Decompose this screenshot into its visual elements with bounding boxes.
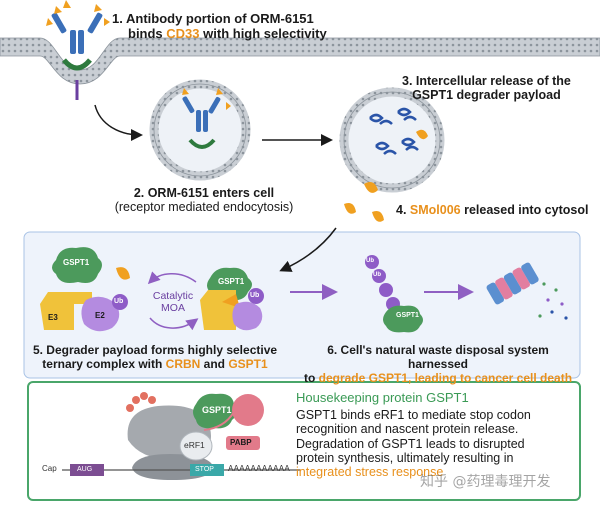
step3-line1: 3. Intercellular release of the <box>402 74 571 88</box>
gspt1-protein-left <box>52 247 102 283</box>
ub-label-chain-2: Ub <box>373 272 381 278</box>
step3-text: 3. Intercellular release of the GSPT1 de… <box>402 74 571 103</box>
info-line3: Degradation of GSPT1 leads to disrupted <box>296 436 525 451</box>
ub-label-center: Ub <box>250 292 260 299</box>
ubiquitin-center <box>248 288 264 304</box>
info-line5: integrated stress response <box>296 465 444 480</box>
step6-text: 6. Cell's natural waste disposal system … <box>296 343 580 385</box>
arrow-step4-to-step5 <box>279 227 337 272</box>
e3-ligase-left <box>40 292 92 330</box>
pabp-label: PABP <box>230 438 252 447</box>
gspt1-label-tagged: GSPT1 <box>396 312 419 319</box>
info-line1: GSPT1 binds eRF1 to mediate stop codon <box>296 407 531 422</box>
gspt1-label-left: GSPT1 <box>63 258 90 267</box>
catalytic-line2: MOA <box>161 302 185 315</box>
step5-line2-mid: and <box>200 356 229 371</box>
payload-drops <box>344 182 384 222</box>
aug-label: AUG <box>77 466 93 473</box>
ub-label-chain-1: Ub <box>366 258 374 264</box>
nascent-peptide <box>126 392 156 412</box>
polyubiquitin-chain <box>365 255 400 311</box>
step1-number: 1. <box>112 11 123 26</box>
pabp-head <box>232 394 264 426</box>
pabp-box <box>226 436 260 450</box>
step2-line1: 2. ORM-6151 enters cell <box>133 186 275 200</box>
stop-codon <box>190 464 224 476</box>
proteasome-icon <box>486 262 568 320</box>
crbn-highlight: CRBN <box>165 356 201 371</box>
gspt1-label-bottom: GSPT1 <box>202 405 232 415</box>
info-line4: protein synthesis, ultimately resulting … <box>296 451 514 466</box>
step1-text: 1. Antibody portion of ORM-6151 binds CD… <box>112 11 327 42</box>
watermark-text: 知乎 @药理毒理开发 <box>420 474 551 490</box>
stop-label: STOP <box>195 466 214 473</box>
catalytic-line1: Catalytic <box>152 290 194 302</box>
step5-line2-pre: ternary complex with <box>42 356 166 371</box>
payload-drop-left <box>116 267 130 280</box>
catalytic-moa-label: Catalytic MOA <box>152 290 194 314</box>
gspt1-highlight: GSPT1 <box>228 356 268 371</box>
catalytic-arrow-top <box>147 271 197 285</box>
catalytic-arrow-bottom <box>149 317 199 331</box>
info-title: Housekeeping protein GSPT1 <box>296 390 469 405</box>
gspt1-label-center: GSPT1 <box>218 277 245 286</box>
step5-line1: 5. Degrader payload forms highly selecti… <box>32 343 278 357</box>
aug-codon <box>70 464 104 476</box>
gspt1-protein-tagged <box>383 305 423 333</box>
step4-number: 4. <box>396 203 410 217</box>
e2-enzyme-center <box>232 301 263 331</box>
step2-text: 2. ORM-6151 enters cell (receptor mediat… <box>104 186 304 215</box>
degrade-highlight: degrade GSPT1, leading to cancer cell de… <box>318 370 573 385</box>
erf1-protein <box>179 431 213 461</box>
step1-line1: Antibody portion of ORM-6151 <box>125 11 314 26</box>
step5-text: 5. Degrader payload forms highly selecti… <box>30 343 280 372</box>
arrow-step1-to-step2 <box>94 104 143 141</box>
step4-text: 4. SMol006 released into cytosol <box>396 203 588 217</box>
e3-label-left: E3 <box>48 313 58 322</box>
ub-label-left: Ub <box>114 298 124 305</box>
e2-enzyme-left <box>81 296 120 332</box>
smol006-highlight: SMol006 <box>409 203 461 217</box>
step3-line2: GSPT1 degrader payload <box>412 88 561 103</box>
lysosome-vesicle <box>339 87 445 193</box>
cap-label: Cap <box>42 464 57 473</box>
cd33-highlight: CD33 <box>166 25 200 41</box>
e3-ligase-center <box>200 290 236 330</box>
ubiquitin-left <box>112 294 128 310</box>
step6-line1: 6. Cell's natural waste disposal system … <box>327 343 549 371</box>
step4-rest: released into cytosol <box>460 203 589 217</box>
mechanism-panel <box>23 231 581 379</box>
info-text-block: Housekeeping protein GSPT1 GSPT1 binds e… <box>296 390 531 480</box>
step1-line2-post: with high selectivity <box>199 25 327 41</box>
pabp-tether <box>203 411 235 431</box>
erf1-label: eRF1 <box>184 440 205 450</box>
step6-line2-pre: to <box>303 370 319 385</box>
antibody-surface-icon <box>46 0 110 100</box>
step2-line2: (receptor mediated endocytosis) <box>114 200 294 215</box>
step1-line2-pre: binds <box>128 25 167 41</box>
info-line2: recognition and nascent protein release. <box>296 422 519 437</box>
polya-tail-label: AAAAAAAAAAA <box>228 464 290 473</box>
e2-label-left: E2 <box>95 311 105 320</box>
endosome-vesicle <box>149 79 251 181</box>
payload-bound-center <box>222 294 240 308</box>
